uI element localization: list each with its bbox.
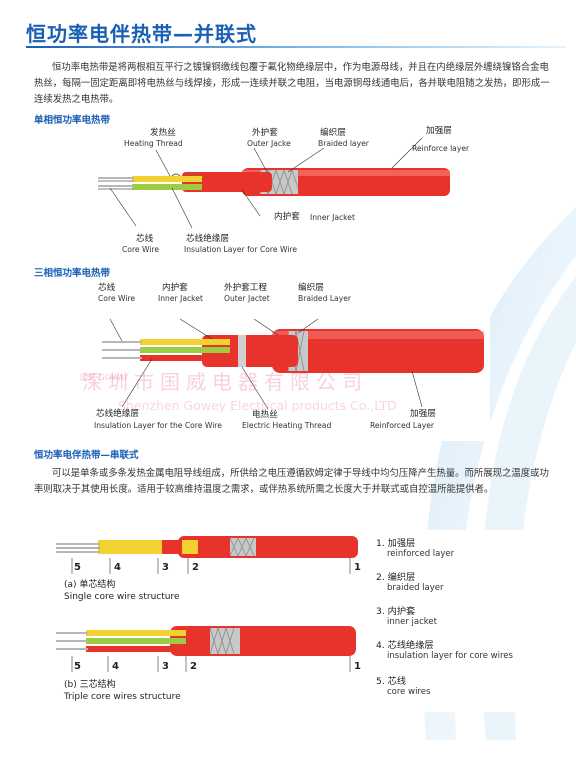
num-b-4: 4 [112, 661, 119, 672]
caption-a-cn: (a) 单芯结构 [64, 580, 116, 590]
series-cable-illustration [56, 536, 358, 672]
label3-inner-jacket-en: Inner Jacket [158, 294, 203, 303]
single-phase-heading: 单相恒功率电热带 [34, 115, 111, 126]
label3-heating-thread-cn: 电热丝 [252, 410, 278, 420]
legend-5-cn: 5. 芯线 [376, 676, 407, 687]
label3-reinforced-en: Reinforced Layer [370, 421, 435, 430]
single-phase-diagram: 发热丝 Heating Thread 外护套 Outer Jacke 编织层 B… [92, 126, 469, 258]
label-insulation-cn: 芯线绝缘层 [186, 234, 229, 244]
label3-braided-en: Braided Layer [298, 294, 351, 303]
label-outer-jacket-en: Outer Jacke [247, 139, 291, 148]
label-core-wire-cn: 芯线 [136, 234, 154, 244]
watermark-company-en: Shenzhen Gowey Electrical products Co.,L… [118, 398, 397, 413]
label3-outer-jacket-cn: 外护套工程 [224, 283, 267, 293]
intro-paragraph: 恒功率电热带是将两根相互平行之镀镍铜缴线包覆于氟化物绝缘层中，作为电源母线，并且… [34, 62, 550, 105]
series-heading: 恒功率电伴热带—串联式 [34, 450, 139, 461]
label3-heating-thread-en: Electric Heating Thread [242, 421, 332, 430]
label-inner-jacket-en: Inner Jacket [310, 213, 355, 222]
label3-reinforced-cn: 加强层 [410, 409, 436, 419]
label-inner-jacket-cn: 内护套 [274, 212, 300, 222]
legend-4-en: insulation layer for core wires [387, 651, 513, 661]
label3-core-wire-cn: 芯线 [98, 283, 116, 293]
title-divider [26, 46, 566, 48]
caption-b-cn: (b) 三芯结构 [64, 680, 116, 690]
num-a-1: 1 [354, 562, 361, 573]
label3-insulation-cn: 芯线绝缘层 [96, 409, 139, 419]
label-outer-jacket-cn: 外护套 [252, 128, 278, 138]
watermark-logo: 国威 GOWAY [80, 373, 129, 382]
num-a-5: 5 [74, 562, 81, 573]
label-heating-thread-cn: 发热丝 [150, 128, 176, 138]
caption-a-en: Single core wire structure [64, 592, 180, 602]
single-phase-cable-illustration [98, 137, 450, 229]
legend-2-cn: 2. 编织层 [376, 572, 416, 583]
num-b-2: 2 [190, 661, 197, 672]
label-reinforce-en: Reinforce layer [412, 144, 470, 153]
label-insulation-en: Insulation Layer for Core Wire [184, 245, 298, 254]
series-paragraph: 可以是单条或多条发热金属电阻导线组成，所供给之电压遵循欧姆定律于导线中均匀压降产… [34, 468, 549, 495]
label-reinforce-cn: 加强层 [426, 126, 452, 136]
num-b-1: 1 [354, 661, 361, 672]
three-phase-cable-illustration [102, 318, 484, 410]
num-a-2: 2 [192, 562, 199, 573]
legend-2-en: braided layer [387, 583, 444, 593]
caption-b-en: Triple core wires structure [64, 692, 181, 702]
watermark-company-cn: 深圳市国威电器有限公司 [82, 370, 368, 394]
three-phase-heading: 三相恒功率电热带 [34, 268, 111, 279]
legend-1-en: reinforced layer [387, 549, 455, 559]
legend-4-cn: 4. 芯线绝缘层 [376, 640, 434, 651]
num-b-3: 3 [162, 661, 169, 672]
num-a-3: 3 [162, 562, 169, 573]
num-b-5: 5 [74, 661, 81, 672]
page-title: 恒功率电伴热带—并联式 [26, 22, 257, 46]
label3-braided-cn: 编织层 [298, 283, 324, 293]
label3-outer-jacket-en: Outer Jactet [224, 294, 270, 303]
series-diagram: 5 4 3 2 1 (a) 单芯结构 Single core wire stru… [50, 530, 530, 712]
three-phase-diagram: 芯线 Core Wire 内护套 Inner Jacket 外护套工程 Oute… [92, 279, 490, 441]
label-braided-en: Braided layer [318, 139, 369, 148]
legend-1-cn: 1. 加强层 [376, 538, 416, 549]
label-braided-cn: 编织层 [320, 128, 346, 138]
legend-3-cn: 3. 内护套 [376, 606, 416, 617]
label3-inner-jacket-cn: 内护套 [162, 283, 188, 293]
label3-core-wire-en: Core Wire [98, 294, 136, 303]
num-a-4: 4 [114, 562, 121, 573]
label-core-wire-en: Core Wire [122, 245, 160, 254]
legend-5-en: core wires [387, 687, 431, 697]
label3-insulation-en: Insulation Layer for the Core Wire [94, 421, 222, 430]
label-heating-thread-en: Heating Thread [124, 139, 183, 148]
legend-3-en: inner jacket [387, 617, 437, 627]
